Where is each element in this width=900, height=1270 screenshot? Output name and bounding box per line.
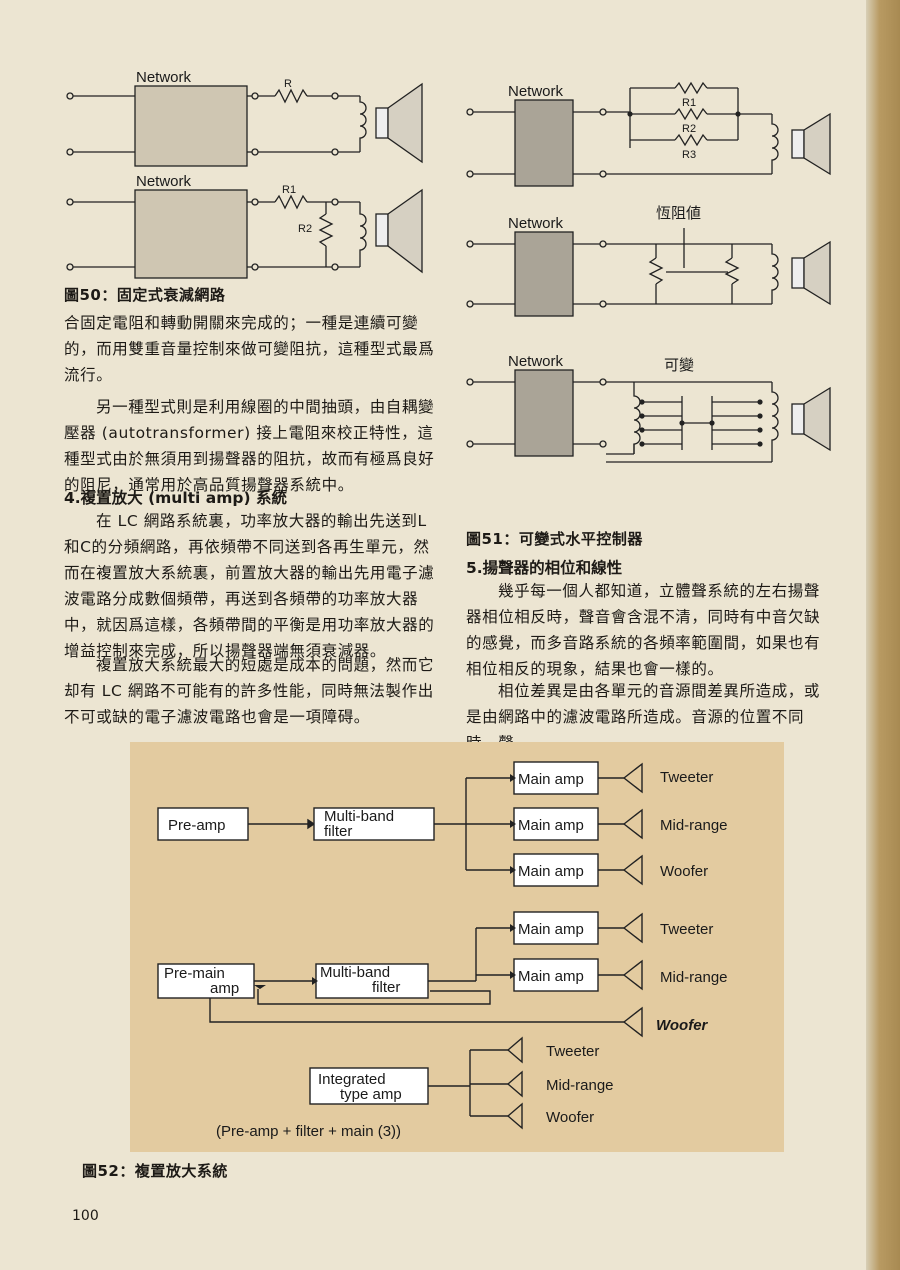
left-paragraph-4: 複置放大系統最大的短處是成本的問題，然而它却有 LC 網路不可能有的許多性能，同… (64, 656, 435, 726)
fig52-mbf1-line1: Multi-band (324, 808, 394, 825)
page-edge (866, 0, 900, 1270)
fig52-mbf1-line2: filter (324, 823, 352, 840)
fig52-woofer-3: Woofer (546, 1109, 594, 1126)
fig52-caption: 圖52：複置放大系統 (82, 1162, 228, 1180)
figure-52-diagram: Pre-amp Multi-band filter Main amp Main … (157, 761, 728, 1140)
fig52-integrated-line1: Integrated (318, 1071, 386, 1088)
fig52-midrange-1: Mid-range (660, 817, 728, 834)
section-5-heading: 5.揚聲器的相位和線性 (466, 559, 623, 577)
left-paragraph-1: 合固定電阻和轉動開關來完成的；一種是連續可變的，而用雙重音量控制來做可變阻抗，這… (64, 314, 435, 384)
left-paragraph-3: 在 LC 網路系統裏，功率放大器的輸出先送到L和C的分頻網路，再依頻帶不同送到各… (64, 512, 435, 660)
fig52-main-amp-5: Main amp (518, 968, 584, 985)
fig52-integrated-line2: type amp (340, 1086, 402, 1103)
fig52-pre-amp-label: Pre-amp (168, 817, 226, 834)
fig52-tweeter-2: Tweeter (660, 921, 713, 938)
fig52-mbf2-line2: filter (372, 979, 400, 996)
figure-50-diagram: Network R Network R1 R2 (66, 69, 423, 279)
page-number: 100 (72, 1208, 99, 1224)
fig50-r2-label: R2 (298, 223, 312, 235)
fig50-bottom-network-label: Network (136, 173, 192, 190)
fig50-caption: 圖50：固定式衰減網路 (64, 286, 226, 304)
fig51-a-network-label: Network (508, 83, 564, 100)
section-4-heading: 4.複置放大 (multi amp) 系統 (64, 489, 287, 507)
fig52-midrange-2: Mid-range (660, 969, 728, 986)
fig52-tweeter-3: Tweeter (546, 1043, 599, 1060)
fig52-tweeter-1: Tweeter (660, 769, 713, 786)
figure-51-diagram: Network R1 R2 R3 Network 恆阻値 Network 可變 (466, 81, 831, 463)
fig50-r1-label: R1 (282, 184, 296, 196)
fig51-caption: 圖51：可變式水平控制器 (466, 530, 643, 548)
fig52-woofer-2: Woofer (656, 1017, 709, 1034)
fig51-c-network-label: Network (508, 353, 564, 370)
fig51-constant-impedance-label: 恆阻値 (656, 205, 701, 222)
fig52-main-amp-3: Main amp (518, 863, 584, 880)
fig52-formula: (Pre-amp + filter + main (3)) (216, 1123, 401, 1140)
fig51-variable-label: 可變 (664, 357, 694, 374)
fig52-midrange-3: Mid-range (546, 1077, 614, 1094)
fig52-mbf2-line1: Multi-band (320, 964, 390, 981)
fig52-pre-main-line2: amp (210, 980, 239, 997)
right-paragraph-1: 幾乎每一個人都知道，立體聲系統的左右揚聲器相位相反時，聲音會含混不清，同時有中音… (466, 582, 821, 678)
fig52-main-amp-4: Main amp (518, 921, 584, 938)
fig51-r3-label: R3 (682, 149, 696, 161)
fig50-top-resistor-label: R (284, 78, 292, 90)
fig52-main-amp-2: Main amp (518, 817, 584, 834)
left-paragraph-2: 另一種型式則是利用線圈的中間抽頭，由自耦變壓器 (autotransformer… (64, 398, 435, 494)
fig51-r1-label: R1 (682, 97, 696, 109)
fig51-b-network-label: Network (508, 215, 564, 232)
fig50-top-network-label: Network (136, 69, 192, 86)
fig52-woofer-1: Woofer (660, 863, 708, 880)
fig52-main-amp-1: Main amp (518, 771, 584, 788)
fig52-pre-main-line1: Pre-main (164, 965, 225, 982)
fig51-r2-label: R2 (682, 123, 696, 135)
